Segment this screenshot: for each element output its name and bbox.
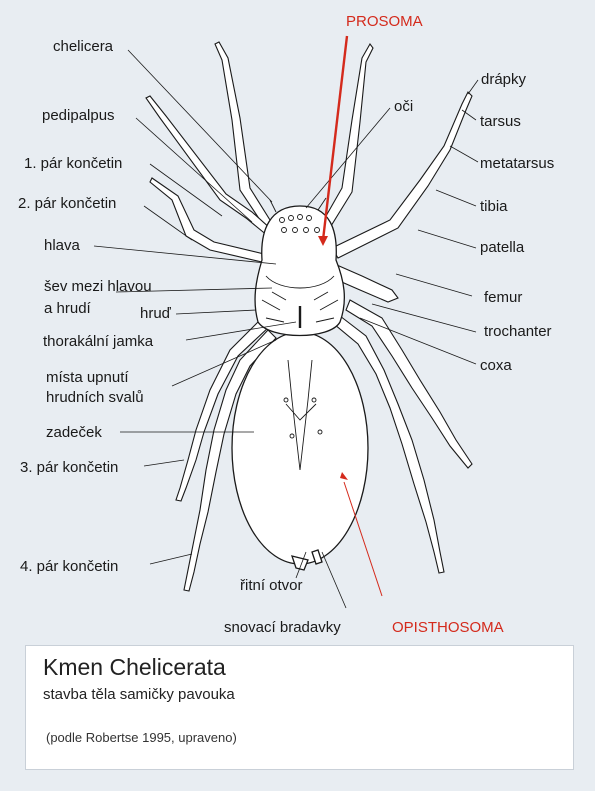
leg-4-right (333, 315, 445, 574)
label-leg-pair-3: 3. pár končetin (20, 459, 118, 476)
caption-box: Kmen Chelicerata stavba těla samičky pav… (25, 645, 574, 770)
label-eyes: oči (394, 98, 413, 115)
label-coxa: coxa (480, 357, 512, 374)
leg-1-right (317, 43, 374, 235)
label-tarsus: tarsus (480, 113, 521, 130)
label-abdomen: zadeček (46, 424, 102, 441)
suture-line (265, 275, 335, 289)
leg-3-right (345, 299, 473, 469)
caption-subtitle: stavba těla samičky pavouka (43, 686, 235, 703)
label-muscle-1: místa upnutí (46, 369, 129, 386)
spinneret-right (311, 549, 323, 565)
leg-4-left (183, 329, 277, 592)
leg-2-left (149, 177, 265, 263)
labels: chelicera pedipalpus 1. pár končetin 2. … (18, 13, 554, 636)
label-head: hlava (44, 237, 81, 254)
abdomen-pattern (285, 359, 317, 471)
label-tibia: tibia (480, 198, 508, 215)
label-thorax: hruď (140, 305, 172, 322)
label-metatarsus: metatarsus (480, 155, 554, 172)
leg-3-left (175, 317, 271, 502)
label-leg-pair-1: 1. pár končetin (24, 155, 122, 172)
label-suture-2: a hrudí (44, 300, 92, 317)
pedipalp-left (145, 95, 273, 237)
label-prosoma: PROSOMA (346, 13, 423, 30)
label-chelicera: chelicera (53, 38, 114, 55)
leader-lines (93, 35, 479, 609)
leg-2-right (331, 91, 473, 259)
leg-1-left (214, 41, 276, 233)
label-muscle-2: hrudních svalů (46, 389, 144, 406)
label-patella: patella (480, 239, 525, 256)
label-thoracic-fovea: thorakální jamka (43, 333, 154, 350)
label-leg-pair-4: 4. pár končetin (20, 558, 118, 575)
chelicerae (269, 197, 327, 213)
label-opisthosoma: OPISTHOSOMA (392, 619, 504, 636)
label-leg-pair-2: 2. pár končetin (18, 195, 116, 212)
spinnerets (291, 555, 309, 571)
label-claws: drápky (481, 71, 527, 88)
label-anus: řitní otvor (240, 577, 303, 594)
opisthosoma-shape (231, 331, 369, 565)
spider-legs (145, 41, 473, 592)
label-spinnerets: snovací bradavky (224, 619, 341, 636)
muscle-marks (261, 291, 339, 323)
caption-title: Kmen Chelicerata (43, 654, 226, 680)
label-trochanter: trochanter (484, 323, 552, 340)
label-pedipalpus: pedipalpus (42, 107, 115, 124)
label-suture-1: šev mezi hlavou (44, 278, 152, 295)
label-femur: femur (484, 289, 522, 306)
eyes (279, 214, 320, 233)
caption-source: (podle Robertse 1995, upraveno) (46, 730, 237, 745)
